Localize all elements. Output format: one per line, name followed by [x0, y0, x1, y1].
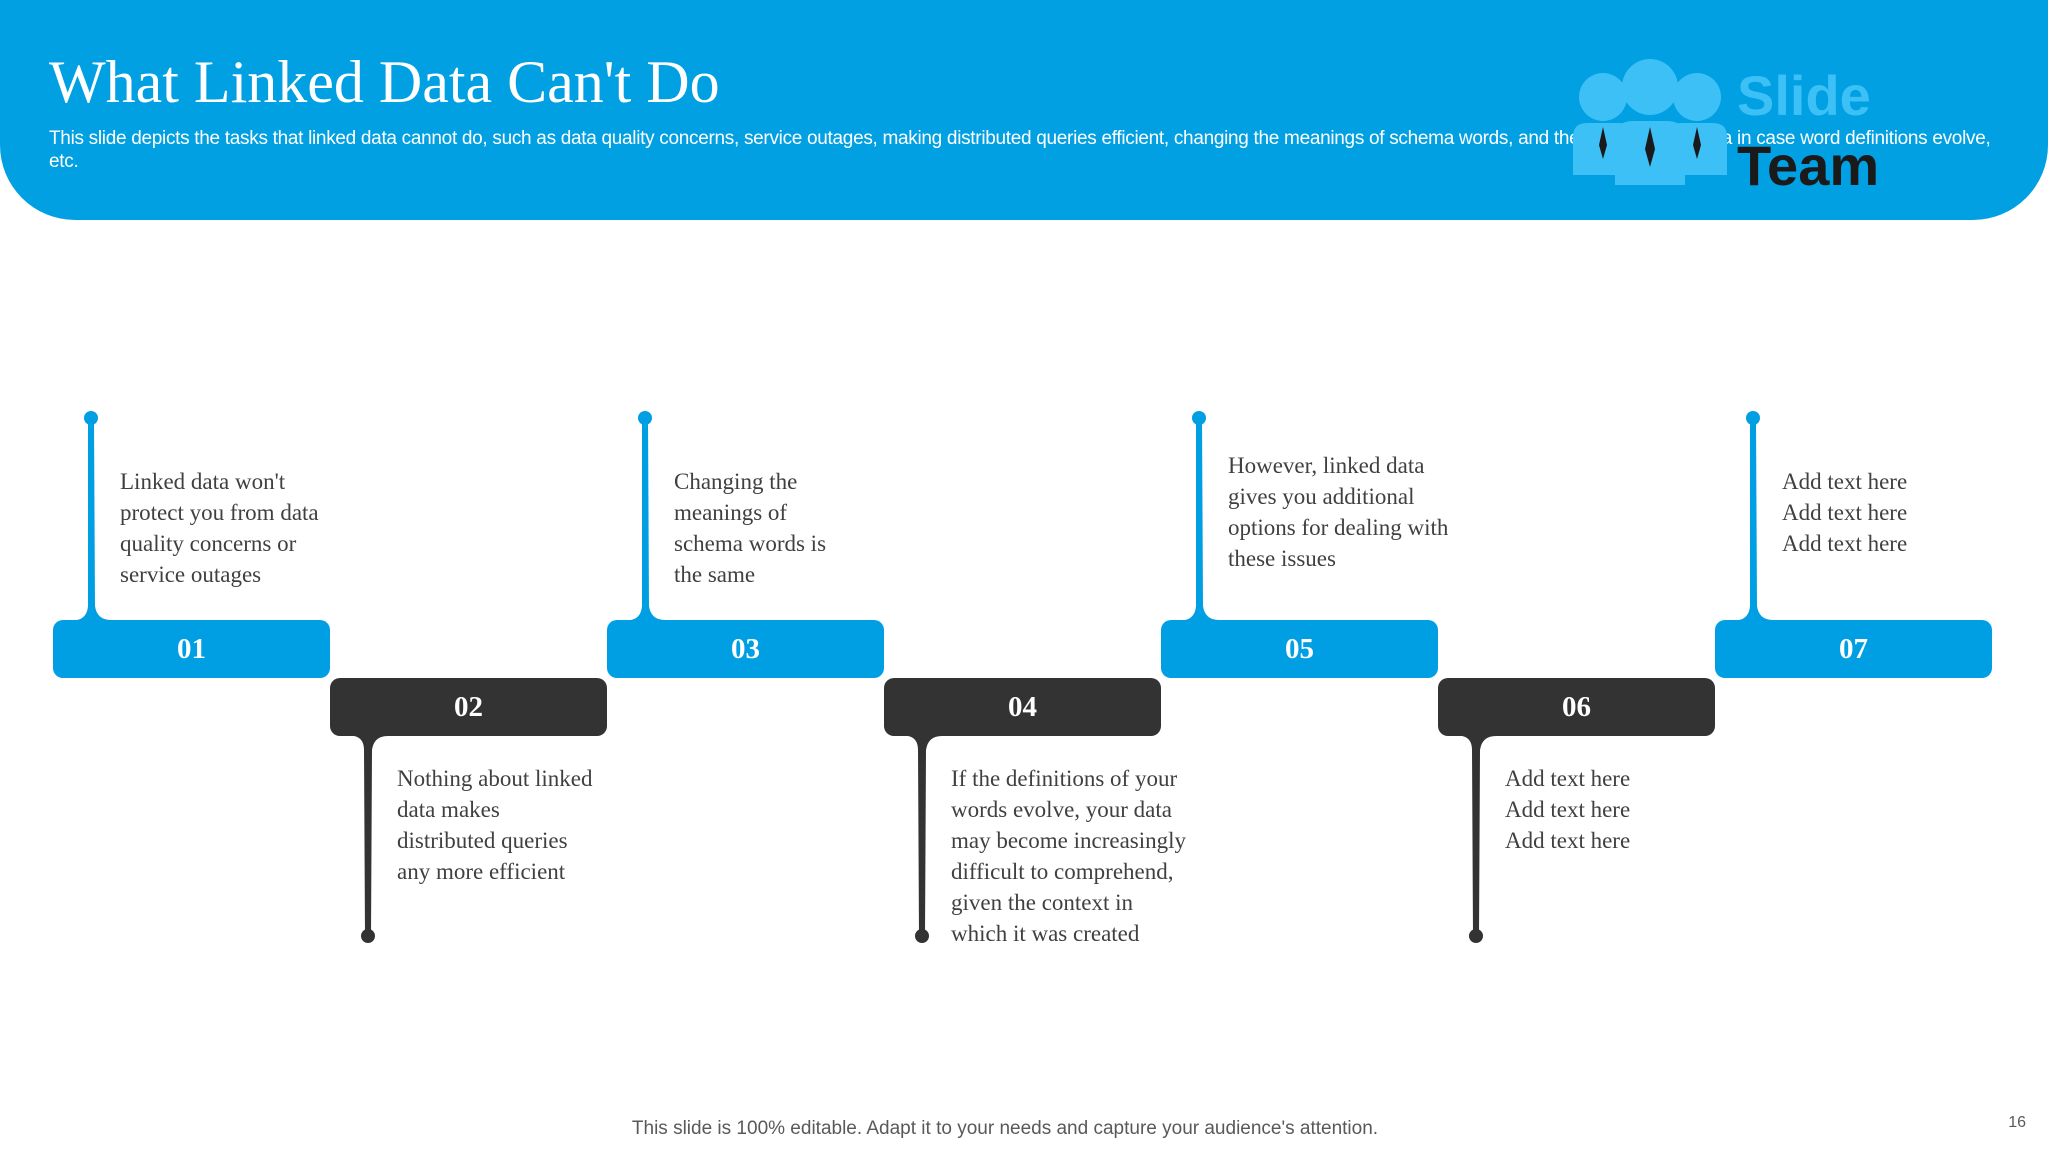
description-line: quality concerns or: [120, 531, 297, 556]
description-line: which it was created: [951, 921, 1140, 946]
description-line: difficult to comprehend,: [951, 859, 1174, 884]
description-line: Add text here: [1782, 469, 1908, 494]
step-description: Changing the meanings of schema words is th…: [674, 466, 826, 590]
connector-line: [354, 736, 388, 936]
description-line: Add text here: [1782, 531, 1908, 556]
step-box: [53, 620, 330, 678]
step-number: 02: [454, 691, 483, 723]
connector-line: [1185, 418, 1219, 620]
step-number: 03: [731, 633, 760, 665]
description-line: service outages: [120, 562, 262, 587]
step-box: [607, 620, 884, 678]
step-number: 05: [1285, 633, 1314, 665]
team-people-icon: [1573, 59, 1727, 185]
slide-subtitle: This slide depicts the tasks that linked…: [49, 128, 1991, 172]
header-banner: What Linked Data Can't Do This slide dep…: [0, 0, 2048, 220]
connector-dot: [1192, 411, 1206, 425]
connector-line: [631, 418, 665, 620]
logo-text-team: Team: [1737, 134, 1880, 197]
step-box: [330, 678, 607, 736]
connector-dot: [915, 929, 929, 943]
connector-line: [1739, 418, 1773, 620]
connector-dot: [84, 411, 98, 425]
connector-line: [77, 418, 111, 620]
step-description: Nothing about linked data makes distribute…: [397, 763, 592, 887]
description-line: may become increasingly: [951, 828, 1187, 853]
description-line: the same: [674, 562, 756, 587]
slideteam-logo: Slide Team: [1565, 55, 1895, 197]
description-line: these issues: [1228, 546, 1336, 571]
step-box: [1161, 620, 1438, 678]
step-number: 07: [1839, 633, 1868, 665]
step-number: 06: [1562, 691, 1591, 723]
step-box: [1438, 678, 1715, 736]
description-line: If the definitions of your: [951, 766, 1178, 791]
step-description: Linked data won't protect you from data qu…: [120, 466, 319, 590]
description-line: However, linked data: [1228, 453, 1425, 478]
description-line: schema words is: [674, 531, 827, 556]
connector-dot: [1469, 929, 1483, 943]
description-line: Add text here: [1505, 766, 1631, 791]
step-box: [1715, 620, 1992, 678]
slide-title: What Linked Data Can't Do: [49, 49, 720, 115]
connector-dot: [638, 411, 652, 425]
description-line: Nothing about linked: [397, 766, 593, 791]
description-line: Linked data won't: [120, 469, 286, 494]
connector-line: [908, 736, 942, 936]
description-line: Add text here: [1782, 500, 1908, 525]
footer-note: This slide is 100% editable. Adapt it to…: [631, 1118, 1379, 1139]
description-line: Add text here: [1505, 797, 1631, 822]
description-line: given the context in: [951, 890, 1134, 915]
description-line: options for dealing with: [1228, 515, 1449, 540]
description-line: data makes: [397, 797, 500, 822]
description-line: Add text here: [1505, 828, 1631, 853]
connector-line: [1462, 736, 1496, 936]
connector-dot: [361, 929, 375, 943]
step-number: 04: [1008, 691, 1037, 723]
step-description: However, linked data gives you additional…: [1228, 450, 1448, 574]
description-line: distributed queries: [397, 828, 568, 853]
description-line: Changing the: [674, 469, 798, 494]
description-line: meanings of: [674, 500, 788, 525]
page-number: 16: [2008, 1114, 2026, 1131]
description-line: protect you from data: [120, 500, 319, 525]
description-line: any more efficient: [397, 859, 566, 884]
description-line: gives you additional: [1228, 484, 1415, 509]
step-description: If the definitions of your words evolve, …: [951, 763, 1186, 949]
description-line: words evolve, your data: [951, 797, 1172, 822]
step-box: [884, 678, 1161, 736]
logo-text-slide: Slide: [1737, 64, 1871, 127]
connector-dot: [1746, 411, 1760, 425]
step-number: 01: [177, 633, 206, 665]
